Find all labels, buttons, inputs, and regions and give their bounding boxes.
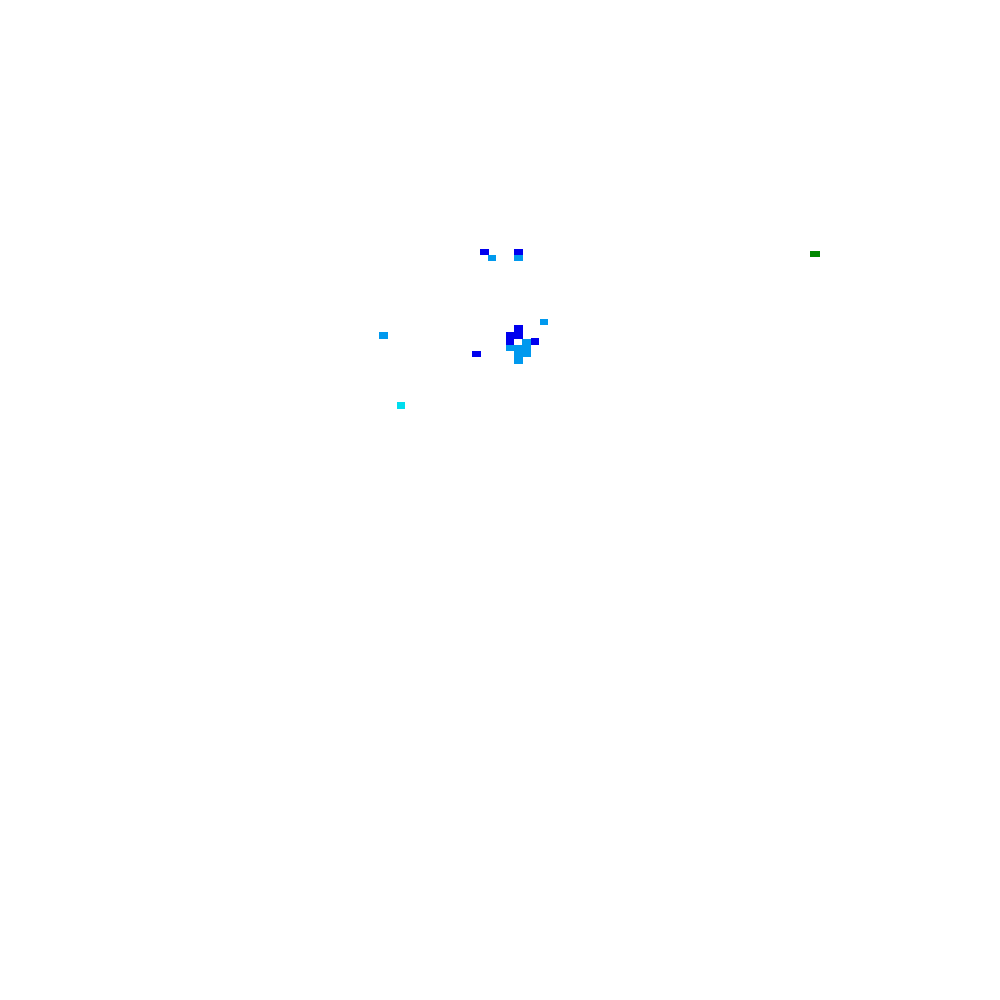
pixel-mark bbox=[472, 351, 481, 357]
pixel-mark bbox=[514, 325, 523, 332]
pixel-mark bbox=[488, 255, 496, 261]
pixel-mark bbox=[397, 402, 405, 409]
pixel-mark bbox=[810, 251, 820, 257]
pixel-mark bbox=[514, 357, 523, 364]
pixel-mark bbox=[540, 319, 548, 325]
pixel-mark bbox=[506, 339, 514, 345]
pixel-mark bbox=[522, 339, 531, 345]
pixel-mark bbox=[379, 332, 388, 339]
pixel-mark bbox=[514, 255, 523, 261]
pixel-mark bbox=[506, 345, 531, 351]
pixel-mark bbox=[531, 338, 539, 345]
pixel-mark bbox=[514, 351, 531, 357]
pixel-mark bbox=[480, 249, 489, 255]
pixel-mark bbox=[506, 332, 523, 339]
pixel-mark bbox=[514, 249, 523, 255]
